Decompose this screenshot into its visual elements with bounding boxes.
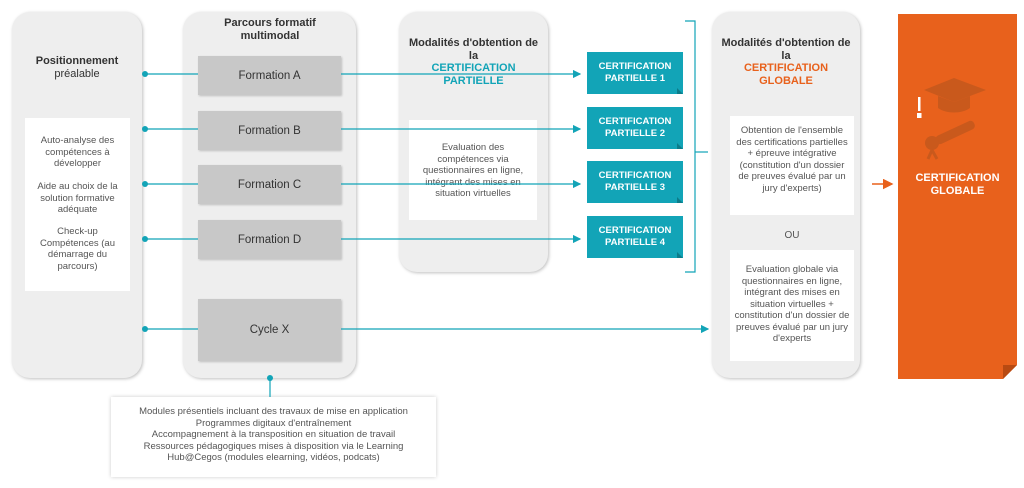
connector-dot [142,71,148,77]
certification-globale-title: Modalités d'obtention de la [721,37,851,62]
connector-dot [142,326,148,332]
diploma-scroll-icon [925,120,975,160]
final-line1: CERTIFICATION [915,172,1000,184]
positionnement-title: Positionnement [35,55,119,67]
certification-globale-graphic [917,78,1017,379]
certification-globale-accent: CERTIFICATION GLOBALE [743,62,829,87]
or-label: OU [784,230,800,241]
formation-a-box: Formation A [198,56,341,95]
modules-box: Modules présentiels incluant des travaux… [111,397,436,477]
positionnement-item: Aide au choix de la solution formative a… [37,181,118,215]
modules-item: Programmes digitaux d'entraînement [195,417,352,429]
formation-c-box: Formation C [198,165,341,204]
positionnement-item: Check-up Compétences (au démarrage du pa… [40,226,115,272]
page-fold-icon [677,88,683,94]
formation-b-box: Formation B [198,111,341,150]
cycle-x-box: Cycle X [198,299,341,361]
cert-line2: PARTIELLE 1 [605,73,665,84]
cert-line1: CERTIFICATION [598,225,672,236]
page-fold-icon [677,197,683,203]
certification-partielle-2: CERTIFICATION PARTIELLE 2 [587,107,683,149]
connector-dot [142,181,148,187]
exclamation-icon [917,97,922,118]
modules-item: Modules présentiels incluant des travaux… [139,406,408,417]
certification-partielle-text: Evaluation des compétences via questionn… [422,142,524,199]
certification-globale-heading: Modalités d'obtention de la CERTIFICATIO… [717,37,855,87]
connector-dot [142,126,148,132]
certification-globale-final-label: CERTIFICATION GLOBALE [898,172,1017,198]
cert-line2: PARTIELLE 3 [605,182,665,193]
certification-partielle-title: Modalités d'obtention de la [408,37,539,62]
graduation-cap-icon [924,78,986,113]
cert-line1: CERTIFICATION [598,170,672,181]
cert-line1: CERTIFICATION [598,61,672,72]
final-line2: GLOBALE [930,185,985,197]
formation-d-box: Formation D [198,220,341,259]
certification-partielle-4: CERTIFICATION PARTIELLE 4 [587,216,683,258]
certification-partielle-box: Evaluation des compétences via questionn… [409,120,537,220]
connector-dot [267,375,273,381]
certification-partielle-1: CERTIFICATION PARTIELLE 1 [587,52,683,94]
parcours-title: Parcours formatif multimodal [224,17,316,42]
positionnement-items-box: Auto-analyse des compétences à développe… [25,118,130,291]
positionnement-item: Auto-analyse des compétences à développe… [40,135,115,169]
certification-partielle-3: CERTIFICATION PARTIELLE 3 [587,161,683,203]
certification-globale-box-1: Obtention de l'ensemble des certificatio… [730,116,854,215]
page-fold-icon [677,252,683,258]
page-fold-icon [677,143,683,149]
positionnement-subtitle: préalable [54,67,100,80]
certs-bracket [685,20,696,273]
cert-line2: PARTIELLE 2 [605,128,665,139]
cert-line2: PARTIELLE 4 [605,237,665,248]
positionnement-heading: Positionnement préalable [12,55,142,80]
certification-partielle-accent: CERTIFICATION PARTIELLE [431,62,516,87]
modules-item: Accompagnement à la transposition en sit… [151,429,396,440]
certification-globale-text-2: Evaluation globale via questionnaires en… [734,264,850,344]
connector-dot [142,236,148,242]
modules-item: Ressources pédagogiques mises à disposit… [143,440,404,464]
certification-globale-text-1: Obtention de l'ensemble des certificatio… [736,125,848,194]
cert-line1: CERTIFICATION [598,116,672,127]
certification-partielle-heading: Modalités d'obtention de la CERTIFICATIO… [404,37,543,87]
certification-globale-final: CERTIFICATION GLOBALE [898,14,1017,379]
certification-globale-box-2: Evaluation globale via questionnaires en… [730,250,854,361]
